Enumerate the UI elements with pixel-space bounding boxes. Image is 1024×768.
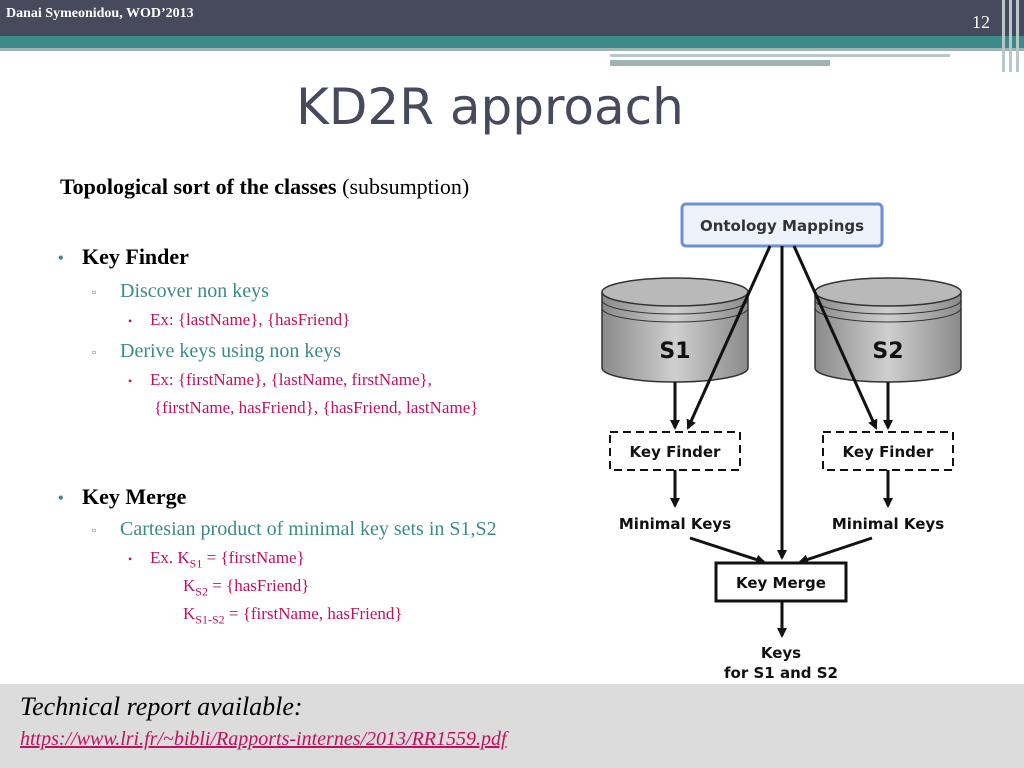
subtitle-normal: (subsumption) <box>342 174 470 199</box>
key-finder-box-right <box>822 431 954 471</box>
keys-label-line1: Keys <box>761 644 801 662</box>
small-bullet-icon: • <box>128 313 133 328</box>
ks1s2-prefix: K <box>183 604 196 623</box>
minimal-keys-label-right: Minimal Keys <box>832 515 944 533</box>
bullet-key-finder: • Key Finder <box>58 244 189 270</box>
ks1s2-sub: S1-S2 <box>195 612 225 627</box>
s2-database-icon <box>814 277 962 383</box>
ks1-value: = {firstName} <box>202 548 305 567</box>
square-bullet-icon: ▫ <box>92 284 97 299</box>
square-bullet-icon: ▫ <box>92 344 97 359</box>
example-nonkeys: • Ex: {lastName}, {hasFriend} <box>128 310 350 330</box>
minimal-keys-label-left: Minimal Keys <box>619 515 731 533</box>
sub-bullet-cartesian: ▫ Cartesian product of minimal key sets i… <box>92 518 497 541</box>
discover-text: Discover non keys <box>120 280 269 302</box>
example-ks1: • Ex. KS1 = {firstName} <box>128 548 305 571</box>
header-bar: Danai Symeonidou, WOD’2013 12 <box>0 0 1024 36</box>
ks1-prefix: Ex. K <box>150 548 190 567</box>
example-keys-line1: • Ex: {firstName}, {lastName, firstName}, <box>128 370 432 390</box>
bullet-dot-icon: • <box>58 249 64 267</box>
key-finder-label-left: Key Finder <box>630 443 722 461</box>
ontology-mappings-label: Ontology Mappings <box>700 217 864 235</box>
s1-label: S1 <box>659 339 690 364</box>
bullet-dot-icon: • <box>58 489 64 507</box>
s2-label: S2 <box>872 339 903 364</box>
key-merge-label: Key Merge <box>736 574 826 592</box>
teal-band <box>0 36 1024 48</box>
ks2-sub: S2 <box>195 584 208 599</box>
decorative-lines <box>0 48 1024 66</box>
kd2r-diagram: Ontology Mappings S1 S2 Key Finder Key F… <box>601 202 962 682</box>
key-merge-box <box>714 561 848 603</box>
subtitle: Topological sort of the classes (subsump… <box>60 174 469 200</box>
decorative-vertical-lines <box>1002 0 1019 72</box>
small-bullet-icon: • <box>128 551 133 566</box>
ks1s2-value: = {firstName, hasFriend} <box>224 604 403 623</box>
cartesian-text: Cartesian product of minimal key sets in… <box>120 518 497 540</box>
nonkeys-example-text: Ex: {lastName}, {hasFriend} <box>150 310 351 329</box>
sub-bullet-discover: ▫ Discover non keys <box>92 280 269 303</box>
technical-report-label: Technical report available: <box>20 692 303 721</box>
footer-panel: Technical report available: https://www.… <box>0 684 1024 768</box>
ks1-sub: S1 <box>189 556 203 571</box>
derive-text: Derive keys using non keys <box>120 340 342 362</box>
subtitle-bold: Topological sort of the classes <box>60 174 337 199</box>
square-bullet-icon: ▫ <box>92 522 97 537</box>
ks2-value: = {hasFriend} <box>207 576 310 595</box>
s1-database-icon <box>601 277 749 383</box>
bullet-key-merge: • Key Merge <box>58 484 186 510</box>
slide-title: KD2R approach <box>296 78 684 136</box>
key-finder-heading: Key Finder <box>82 244 189 269</box>
report-link[interactable]: https://www.lri.fr/~bibli/Rapports-inter… <box>20 728 507 750</box>
keys-label-line2: for S1 and S2 <box>724 664 838 682</box>
small-bullet-icon: • <box>128 373 133 388</box>
example-ks2: KS2 = {hasFriend} <box>183 576 309 599</box>
example-ks1s2: KS1-S2 = {firstName, hasFriend} <box>183 604 403 627</box>
key-finder-label-right: Key Finder <box>843 443 935 461</box>
author-label: Danai Symeonidou, WOD’2013 <box>6 6 194 21</box>
key-finder-box-left <box>609 431 741 471</box>
slide-number: 12 <box>972 12 990 32</box>
sub-bullet-derive: ▫ Derive keys using non keys <box>92 340 341 363</box>
ks2-prefix: K <box>183 576 196 595</box>
keys-example-line1: Ex: {firstName}, {lastName, firstName}, <box>150 370 432 389</box>
example-keys-line2: {firstName, hasFriend}, {hasFriend, last… <box>154 398 479 417</box>
key-merge-heading: Key Merge <box>82 484 187 509</box>
ontology-arrows <box>670 245 893 638</box>
